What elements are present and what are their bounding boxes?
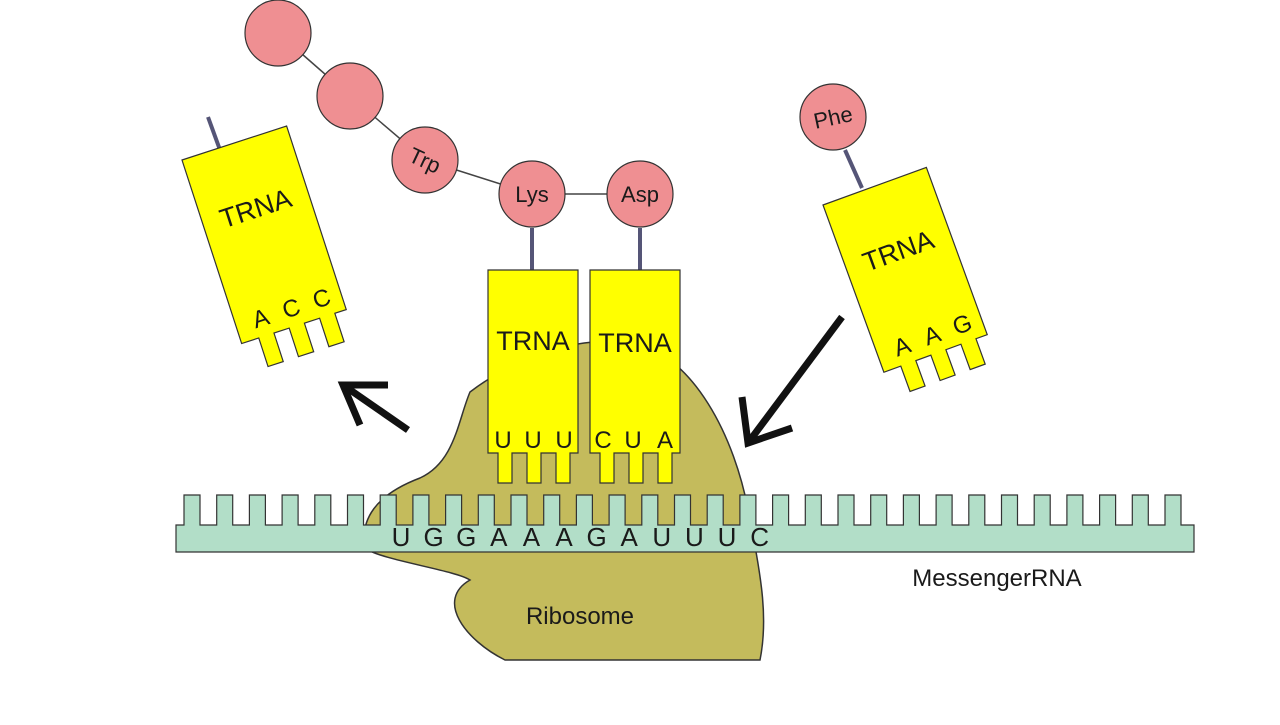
arrow-arriving [738,314,845,448]
mrna-base: A [621,522,639,552]
svg-text:TRNA: TRNA [598,328,672,358]
trna-arriving: TRNA A A G [822,166,989,393]
mrna-base: G [423,522,443,552]
mrna-base: U [392,522,411,552]
arrow-leaving [337,381,410,433]
mrna-base: U [718,522,737,552]
trna-leaving: TRNA A C C [181,125,348,368]
svg-text:Asp: Asp [621,182,659,207]
mrna-strand [175,494,1195,553]
svg-text:C: C [594,427,611,454]
svg-text:A: A [249,304,273,335]
trna-stems [206,116,864,272]
mrna-base: A [523,522,541,552]
amino-acid-2 [316,62,384,130]
mrna-base: G [586,522,606,552]
mrna-base: A [490,522,508,552]
svg-text:U: U [624,427,641,454]
svg-text:U: U [524,427,541,454]
trna-bound-asp: TRNA C U A [589,269,681,484]
mrna-base: G [456,522,476,552]
amino-acid-trp: Trp [391,126,459,194]
svg-text:TRNA: TRNA [496,326,570,356]
mrna-label: MessengerRNA [912,565,1081,592]
amino-acid-1 [244,0,312,67]
trna-bound-lys: TRNA U U U [487,269,579,484]
amino-acid-asp: Asp [606,160,674,228]
amino-acid-lys: Lys [498,160,566,228]
mrna-base: U [652,522,671,552]
mrna-base: A [555,522,573,552]
amino-acid-phe: Phe [799,83,867,151]
mrna-base: C [750,522,769,552]
mrna-shape [175,494,1195,553]
svg-text:A: A [657,427,673,454]
svg-text:U: U [555,427,572,454]
ribosome-label: Ribosome [526,603,634,630]
svg-text:Lys: Lys [515,182,548,207]
svg-text:U: U [494,427,511,454]
mrna-base: U [685,522,704,552]
